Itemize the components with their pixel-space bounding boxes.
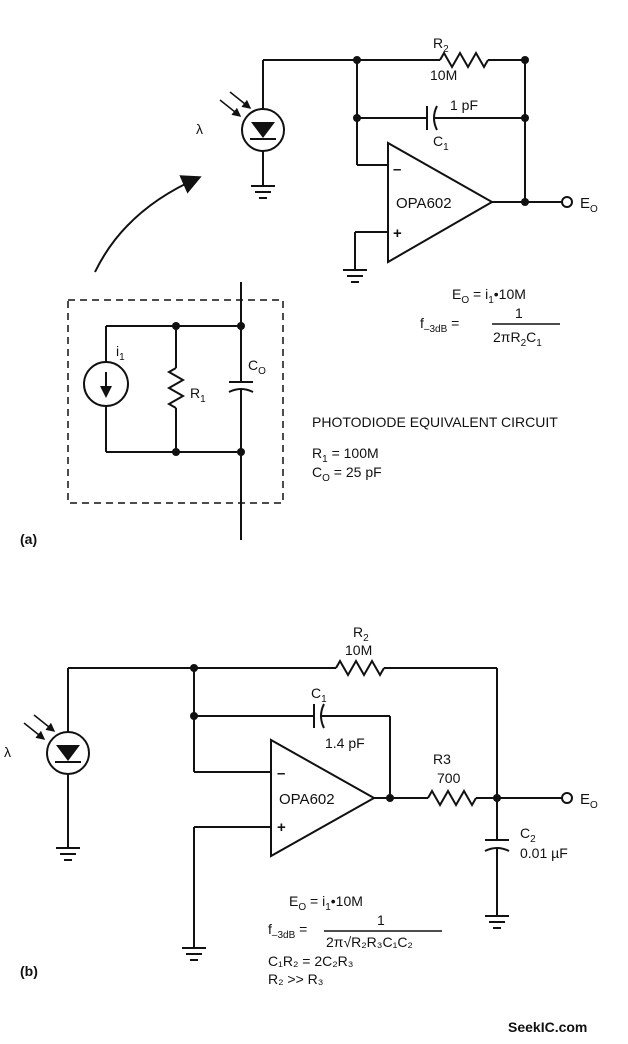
c2-value-b: 0.01 µF: [520, 845, 568, 861]
equivalent-box: [67, 299, 284, 504]
opamp-label-b: OPA602: [279, 791, 335, 808]
resistor-r2-a: [439, 50, 489, 70]
c1-value-b: 1.4 pF: [325, 735, 365, 751]
circuit-a: R2 10M 1 pF C1 – + OPA602 λ EO EO = i1•1…: [20, 35, 598, 547]
lambda-b: λ: [4, 744, 11, 760]
r3-value-b: 700: [437, 770, 461, 786]
output-label-b: EO: [580, 791, 598, 811]
equiv-i-label: i1: [116, 343, 125, 363]
watermark: SeekIC.com: [508, 1019, 587, 1035]
r2-label-a: R2: [433, 35, 449, 55]
equiv-title: PHOTODIODE EQUIVALENT CIRCUIT: [312, 414, 558, 430]
equation-f3db-a: f–3dB =: [420, 315, 459, 335]
lambda-a: λ: [196, 121, 203, 137]
circuit-b: R2 10M C1 1.4 pF R3 700 C2 0.01 µF – + O…: [4, 624, 598, 987]
equivalent-circuit: [83, 282, 254, 540]
ground-opamp-a: [343, 269, 367, 283]
c2-label-b: C2: [520, 825, 536, 845]
photodiode-b: [23, 668, 90, 848]
equation-eo-b: EO = i1•10M: [289, 893, 363, 913]
minus-b: –: [277, 765, 285, 782]
resistor-r3-b: [427, 788, 477, 808]
output-label-a: EO: [580, 195, 598, 215]
panel-label-a: (a): [20, 531, 37, 547]
opamp-label-a: OPA602: [396, 195, 452, 212]
equiv-c-label: CO: [248, 357, 266, 377]
plus-b: +: [277, 819, 286, 836]
c1-value-a: 1 pF: [450, 97, 478, 113]
r1-value: R1 = 100M: [312, 445, 379, 465]
r2-value-a: 10M: [430, 67, 457, 83]
r3-label-b: R3: [433, 751, 451, 767]
ground-diode-a: [251, 185, 275, 199]
opamp-a: [387, 141, 495, 264]
c1-label-b: C1: [311, 685, 327, 705]
equivalent-arrow: [94, 175, 202, 273]
panel-label-b: (b): [20, 963, 38, 979]
equiv-r-label: R1: [190, 385, 206, 405]
resistor-r2-b: [335, 658, 385, 678]
ground-c2-b: [485, 915, 509, 929]
r2-value-b: 10M: [345, 642, 372, 658]
ground-opamp-b: [182, 947, 206, 961]
equation-eo-a: EO = i1•10M: [452, 286, 526, 306]
equation-f3db-den-b: 2π√R₂R₃C₁C₂: [326, 934, 413, 950]
r2-label-b: R2: [353, 624, 369, 644]
c1-label-a: C1: [433, 133, 449, 153]
equation-f3db-num-b: 1: [377, 912, 385, 928]
photodiode-a: [219, 60, 285, 185]
equation-r2r3: R₂ >> R₃: [268, 971, 324, 987]
equation-f3db-b: f–3dB =: [268, 921, 307, 941]
equation-f3db-num-a: 1: [515, 305, 523, 321]
capacitor-c2-b: [484, 839, 510, 852]
ground-diode-b: [56, 847, 80, 861]
minus-a: –: [393, 161, 401, 178]
equation-f3db-den-a: 2πR2C1: [493, 329, 542, 349]
co-value: CO = 25 pF: [312, 464, 382, 484]
plus-a: +: [393, 225, 402, 242]
equation-c1r2: C₁R₂ = 2C₂R₃: [268, 953, 353, 969]
opamp-b: [270, 738, 377, 858]
